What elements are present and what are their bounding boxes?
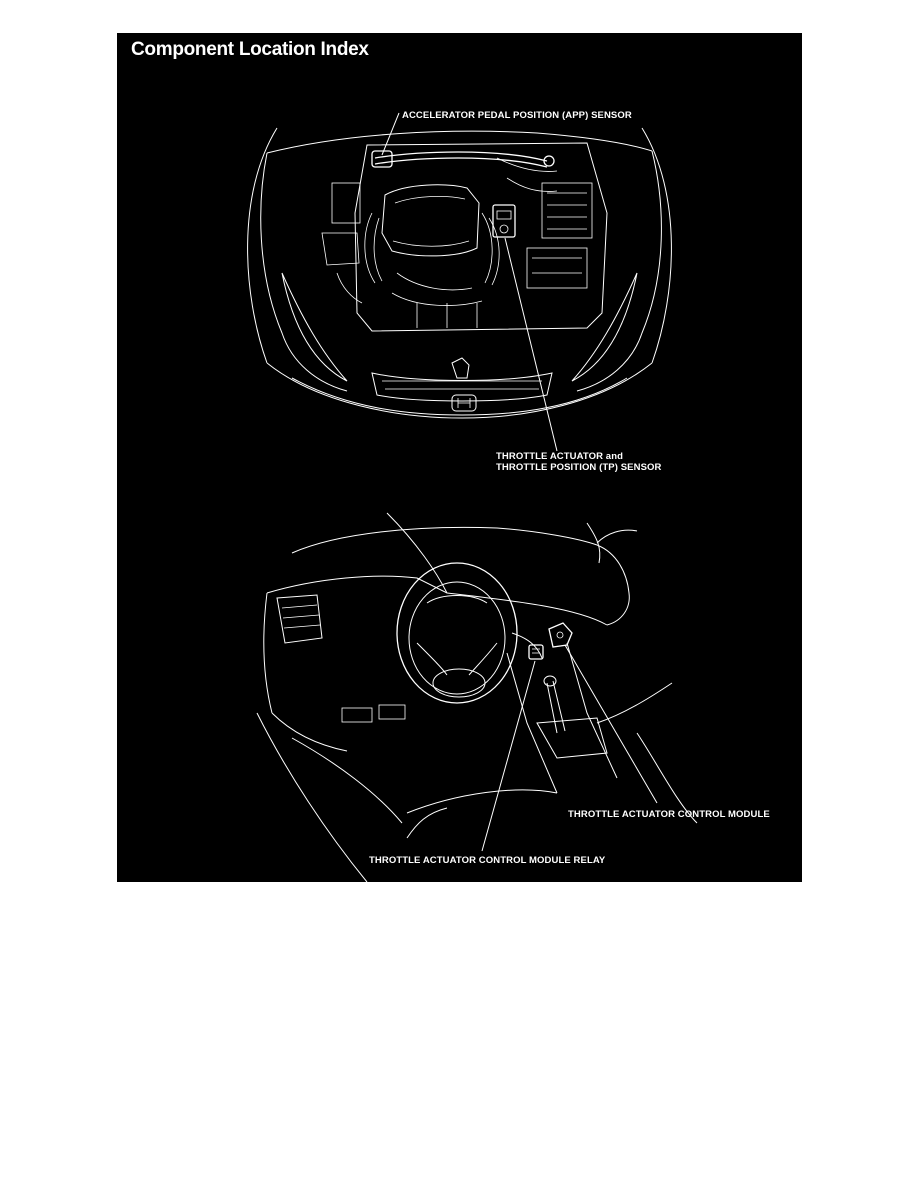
leader-control-module-relay bbox=[481, 660, 536, 852]
callout-throttle-actuator: THROTTLE ACTUATOR and THROTTLE POSITION … bbox=[496, 451, 661, 473]
callout-app-sensor: ACCELERATOR PEDAL POSITION (APP) SENSOR bbox=[402, 110, 632, 121]
leader-throttle-actuator bbox=[504, 237, 558, 452]
callout-control-module-relay: THROTTLE ACTUATOR CONTROL MODULE RELAY bbox=[369, 855, 606, 866]
callout-control-module: THROTTLE ACTUATOR CONTROL MODULE bbox=[568, 809, 770, 820]
page-title: Component Location Index bbox=[131, 39, 369, 60]
engine-bay-illustration bbox=[247, 112, 672, 452]
interior-illustration bbox=[256, 512, 698, 882]
leader-control-module bbox=[564, 644, 658, 804]
component-location-diagram bbox=[247, 112, 698, 882]
leader-app-sensor bbox=[381, 112, 400, 156]
callout-throttle-actuator-line1: THROTTLE ACTUATOR and bbox=[496, 451, 623, 462]
callout-throttle-actuator-line2: THROTTLE POSITION (TP) SENSOR bbox=[496, 462, 662, 473]
diagram-panel: Component Location Index ACCELERATOR PED… bbox=[117, 33, 802, 882]
